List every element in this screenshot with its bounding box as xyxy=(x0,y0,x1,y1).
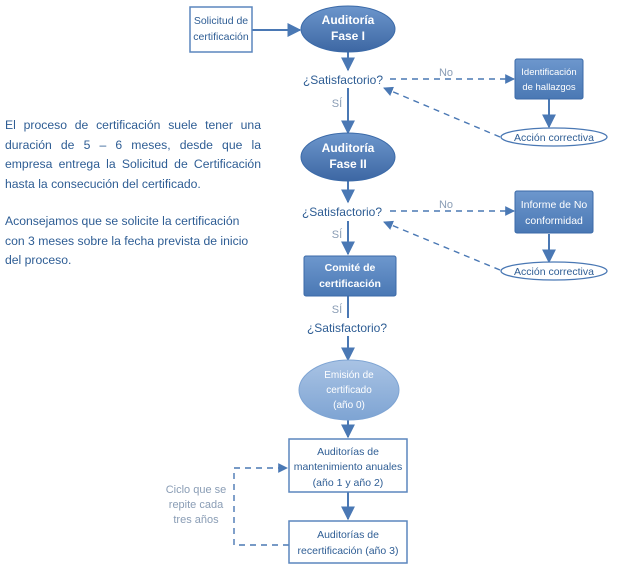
question-3: ¿Satisfactorio? xyxy=(307,321,387,335)
auditoria-fase2-node: Auditoría Fase II xyxy=(300,132,396,182)
emision-certificado-node: Emisión de certificado (año 0) xyxy=(298,359,400,421)
mantenimiento-line-1: Auditorías de xyxy=(317,446,379,458)
accion2-label: Acción correctiva xyxy=(514,266,594,278)
recertificacion-line-1: Auditorías de xyxy=(317,529,379,541)
ciclo-label: Ciclo que se repite cada tres años xyxy=(166,484,227,526)
fase2-line-2: Fase II xyxy=(329,157,366,171)
fase2-line-1: Auditoría xyxy=(322,141,375,155)
dashed-cycle-loop xyxy=(233,463,289,546)
fase1-line-2: Fase I xyxy=(331,29,365,43)
no-conformidad-node: Informe de No conformidad xyxy=(514,190,594,234)
intro-paragraph-2: Aconsejamos que se solicite la certifica… xyxy=(5,214,249,267)
accion1-label: Acción correctiva xyxy=(514,132,594,144)
solicitud-node: Solicitud de certificación xyxy=(189,6,253,53)
accion-correctiva-2-node: Acción correctiva xyxy=(500,261,608,281)
accion-correctiva-1-node: Acción correctiva xyxy=(500,127,608,147)
auditoria-fase1-node: Auditoría Fase I xyxy=(300,5,396,53)
no-conformidad-line-2: conformidad xyxy=(525,215,583,227)
question-1: ¿Satisfactorio? xyxy=(303,73,383,87)
no-label-1: No xyxy=(439,67,453,79)
recertificacion-line-2: recertificación (año 3) xyxy=(298,545,399,557)
mantenimiento-line-2: mantenimiento anuales xyxy=(294,461,403,473)
dashed-arrow-accion1-to-q1 xyxy=(383,86,501,138)
hallazgos-node: Identificación de hallazgos xyxy=(514,58,584,100)
emision-line-2: certificado xyxy=(326,385,372,396)
no-label-2: No xyxy=(439,199,453,211)
ciclo-line-1: Ciclo que se xyxy=(166,484,227,496)
emision-line-1: Emisión de xyxy=(324,370,374,381)
question-2: ¿Satisfactorio? xyxy=(302,205,382,219)
ciclo-line-2: repite cada xyxy=(169,499,224,511)
dashed-arrow-accion2-to-q2 xyxy=(383,220,501,271)
comite-node: Comité de certificación xyxy=(303,255,397,297)
solicitud-line-1: Solicitud de xyxy=(194,15,248,27)
hallazgos-line-2: de hallazgos xyxy=(522,82,576,93)
ciclo-line-3: tres años xyxy=(173,514,219,526)
mantenimiento-node: Auditorías de mantenimiento anuales (año… xyxy=(288,438,408,493)
si-label-2: SÍ xyxy=(332,228,343,241)
no-conformidad-line-1: Informe de No xyxy=(521,199,588,211)
si-label-3: SÍ xyxy=(332,303,343,316)
comite-line-1: Comité de xyxy=(325,262,376,274)
mantenimiento-line-3: (año 1 y año 2) xyxy=(313,477,384,489)
recertificacion-node: Auditorías de recertificación (año 3) xyxy=(288,520,408,564)
intro-paragraph-1: El proceso de certificación suele tener … xyxy=(5,118,261,191)
fase1-line-1: Auditoría xyxy=(322,13,375,27)
hallazgos-line-1: Identificación xyxy=(521,67,576,78)
comite-line-2: certificación xyxy=(319,278,381,290)
si-label-1: SÍ xyxy=(332,97,343,110)
emision-line-3: (año 0) xyxy=(333,400,365,411)
solicitud-line-2: certificación xyxy=(193,31,249,43)
